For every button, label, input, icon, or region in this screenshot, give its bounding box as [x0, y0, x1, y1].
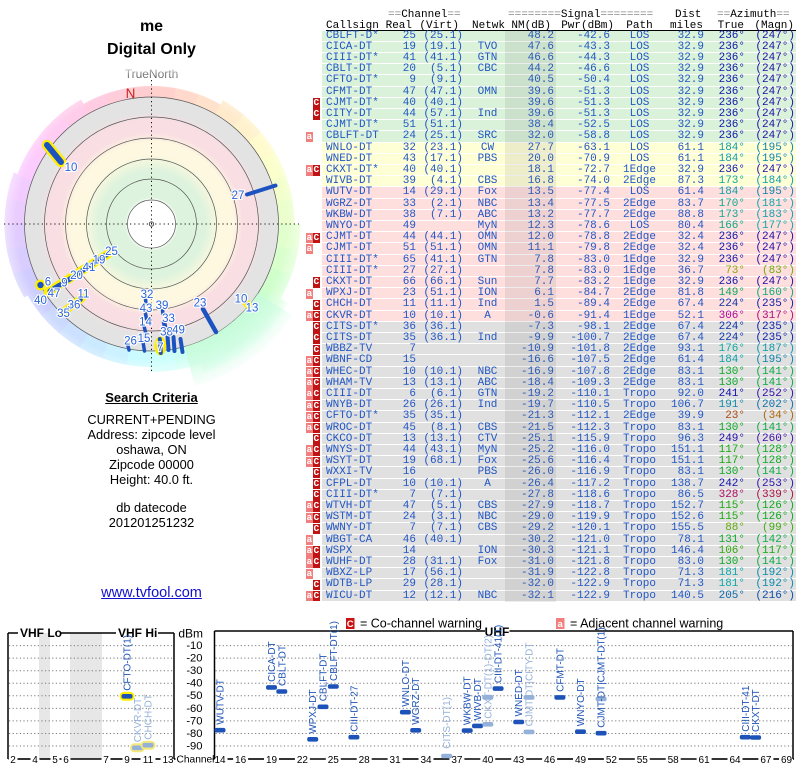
svg-text:19: 19 — [266, 755, 278, 766]
svg-text:UHF: UHF — [485, 625, 510, 639]
svg-text:52: 52 — [606, 755, 618, 766]
svg-text:16: 16 — [235, 755, 247, 766]
svg-text:40: 40 — [34, 295, 47, 307]
svg-text:11: 11 — [78, 289, 90, 301]
svg-text:-30: -30 — [186, 665, 202, 677]
svg-text:14: 14 — [139, 317, 152, 329]
svg-text:49: 49 — [172, 325, 185, 337]
svg-text:CBLFT-DT: CBLFT-DT — [319, 654, 330, 702]
svg-text:31: 31 — [390, 755, 402, 766]
svg-text:-50: -50 — [186, 690, 202, 702]
svg-text:37: 37 — [451, 755, 463, 766]
svg-text:-40: -40 — [186, 678, 202, 690]
svg-text:22: 22 — [297, 755, 309, 766]
svg-text:N: N — [126, 86, 136, 101]
svg-text:40: 40 — [482, 755, 494, 766]
svg-text:CIII-DT-27: CIII-DT-27 — [349, 685, 360, 732]
svg-text:CKXT-DT: CKXT-DT — [751, 689, 762, 732]
svg-text:10: 10 — [235, 294, 248, 306]
svg-text:CJMT-DT|CJMT-DT(1): CJMT-DT|CJMT-DT(1) — [597, 627, 608, 727]
svg-text:23: 23 — [194, 298, 207, 310]
svg-text:-10: -10 — [186, 640, 202, 652]
svg-text:19: 19 — [93, 255, 106, 267]
svg-text:69: 69 — [781, 755, 793, 766]
svg-text:39: 39 — [156, 300, 169, 312]
svg-text:43: 43 — [513, 755, 525, 766]
svg-text:VHF Lo: VHF Lo — [20, 626, 62, 640]
svg-text:27: 27 — [232, 190, 245, 202]
svg-text:WUTV-DT: WUTV-DT — [216, 679, 227, 725]
svg-text:WPXJ-DT: WPXJ-DT — [308, 689, 319, 733]
svg-text:5: 5 — [52, 755, 58, 766]
svg-text:25: 25 — [105, 246, 118, 258]
svg-text:34: 34 — [420, 755, 432, 766]
svg-text:CBLT-DT: CBLT-DT — [277, 645, 288, 686]
svg-text:= Co-channel warning: = Co-channel warning — [360, 617, 482, 631]
svg-text:7: 7 — [157, 342, 163, 354]
svg-text:33: 33 — [162, 313, 175, 325]
svg-text:28: 28 — [359, 755, 371, 766]
svg-text:4: 4 — [32, 755, 38, 766]
svg-text:-80: -80 — [186, 728, 202, 740]
svg-text:58: 58 — [668, 755, 680, 766]
svg-text:26: 26 — [124, 336, 137, 348]
svg-text:2: 2 — [10, 755, 16, 766]
svg-text:11: 11 — [143, 755, 154, 766]
svg-text:7: 7 — [103, 755, 109, 766]
svg-text:WNLO-DT: WNLO-DT — [401, 660, 412, 707]
svg-text:dBm: dBm — [178, 627, 203, 641]
svg-text:VHF Hi: VHF Hi — [118, 626, 157, 640]
svg-text:CKVR-DT: CKVR-DT — [133, 698, 144, 742]
svg-text:32: 32 — [141, 289, 154, 301]
svg-text:15: 15 — [138, 333, 151, 345]
svg-text:6: 6 — [63, 755, 69, 766]
svg-text:C: C — [347, 619, 354, 630]
svg-text:CICA-DT: CICA-DT — [267, 641, 278, 682]
svg-text:CIII-DT-41(1): CIII-DT-41(1) — [494, 625, 505, 683]
svg-text:61: 61 — [699, 755, 711, 766]
svg-text:49: 49 — [575, 755, 587, 766]
svg-text:CHCH-DT: CHCH-DT — [144, 694, 155, 740]
svg-text:64: 64 — [729, 755, 741, 766]
svg-text:-20: -20 — [186, 653, 202, 665]
svg-text:Channel: Channel — [177, 755, 215, 766]
svg-text:10: 10 — [65, 162, 78, 174]
svg-text:CBLFT-DT(1): CBLFT-DT(1) — [329, 621, 340, 681]
svg-text:47: 47 — [48, 288, 61, 300]
svg-text:46: 46 — [544, 755, 556, 766]
svg-text:WKBW-DT: WKBW-DT — [463, 676, 474, 725]
svg-text:CFMT-DT: CFMT-DT — [555, 648, 566, 692]
svg-text:41: 41 — [83, 262, 96, 274]
svg-text:14: 14 — [214, 755, 226, 766]
svg-text:13: 13 — [246, 303, 259, 315]
svg-text:35: 35 — [57, 308, 70, 320]
svg-text:WGRZ-DT: WGRZ-DT — [411, 678, 422, 725]
svg-text:CJMT-DT|CITY-DT: CJMT-DT|CITY-DT — [525, 643, 536, 727]
svg-text:WIVB-DT: WIVB-DT — [473, 678, 484, 720]
svg-text:-60: -60 — [186, 703, 202, 715]
svg-text:WNED-DT: WNED-DT — [514, 669, 525, 716]
svg-text:CITS-DT(1): CITS-DT(1) — [442, 697, 453, 749]
svg-text:43: 43 — [140, 303, 153, 315]
svg-text:-90: -90 — [186, 740, 202, 752]
svg-text:a: a — [558, 619, 564, 630]
svg-text:36: 36 — [68, 300, 81, 312]
svg-text:= Adjacent channel warning: = Adjacent channel warning — [570, 617, 723, 631]
svg-text:67: 67 — [760, 755, 772, 766]
svg-text:38: 38 — [160, 327, 173, 339]
svg-text:CKXT-DT(1)-DT(2): CKXT-DT(1)-DT(2) — [483, 635, 494, 719]
svg-text:6: 6 — [45, 277, 51, 289]
svg-text:13: 13 — [162, 755, 174, 766]
svg-text:25: 25 — [328, 755, 340, 766]
svg-text:9: 9 — [61, 278, 67, 290]
svg-text:55: 55 — [637, 755, 649, 766]
svg-text:-70: -70 — [186, 715, 202, 727]
svg-text:WNYO-DT: WNYO-DT — [576, 678, 587, 726]
svg-text:9: 9 — [124, 755, 130, 766]
svg-text:CFTO-DT(1): CFTO-DT(1) — [123, 635, 134, 691]
svg-text:20: 20 — [70, 270, 83, 282]
svg-text:CIII-DT-41: CIII-DT-41 — [741, 685, 752, 732]
